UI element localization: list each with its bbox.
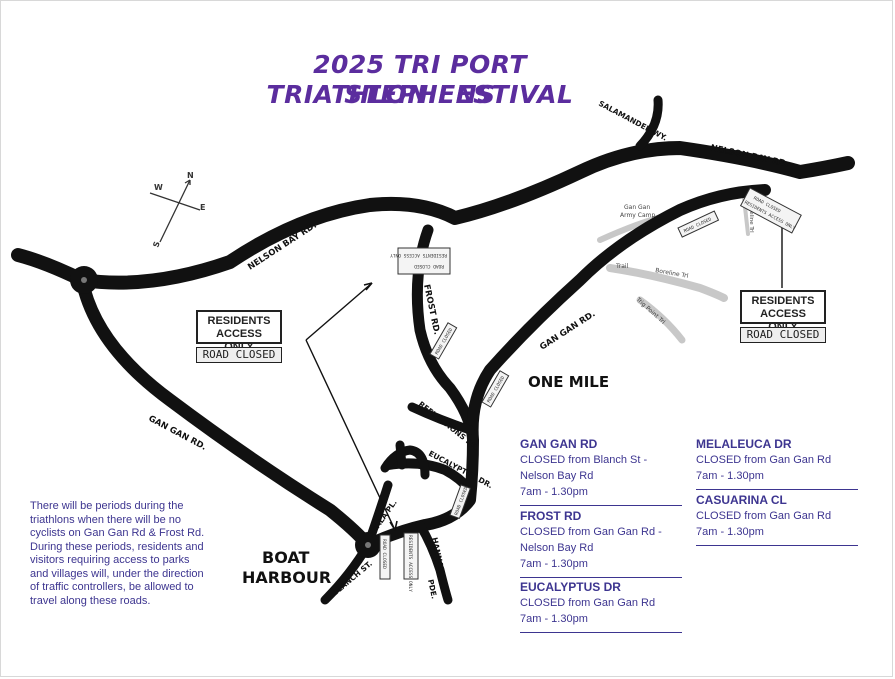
closure-time: 7am - 1.30pm — [696, 470, 764, 482]
compass-s: S — [151, 240, 162, 249]
loop-road — [380, 445, 430, 480]
closure-road-name: EUCALYPTUS DR — [520, 580, 621, 594]
closure-divider — [696, 545, 858, 546]
closure-road-name: MELALEUCA DR — [696, 437, 792, 451]
closure-time: 7am - 1.30pm — [520, 613, 588, 625]
tag-frost-nelson: ROAD CLOSED RESIDENTS ACCESS ONLY — [390, 247, 451, 275]
closure-eucalyptus: EUCALYPTUS DR CLOSED from Gan Gan Rd 7am… — [520, 579, 682, 633]
compass-w: W — [154, 183, 163, 192]
label-trail: Trail — [615, 263, 629, 270]
closure-gan-gan: GAN GAN RD CLOSED from Blanch St - Nelso… — [520, 436, 682, 506]
residents-access-sign-right: RESIDENTS ACCESS ONLY — [740, 290, 826, 333]
residents-access-sign-left: RESIDENTS ACCESS ONLY — [196, 310, 282, 353]
trail-boreline — [606, 264, 728, 302]
roundabout-west-inner — [81, 277, 87, 283]
closure-road-name: GAN GAN RD — [520, 437, 598, 451]
closure-detail: CLOSED from Blanch St - Nelson Bay Rd — [520, 454, 648, 482]
cyclist-notice: There will be periods during the triathl… — [30, 500, 205, 607]
closure-divider — [520, 577, 682, 578]
tag-koala-2: RESIDENTS ACCESS ONLY — [403, 532, 419, 592]
closure-time: 7am - 1.30pm — [520, 486, 588, 498]
road-closed-sign-left: ROAD CLOSED — [196, 347, 282, 363]
label-army-camp-2: Army Camp — [620, 212, 655, 219]
place-one-mile: ONE MILE — [528, 373, 610, 391]
place-harbour: HARBOUR — [242, 568, 332, 587]
label-side-trail: Boreline Trl — [748, 202, 754, 233]
svg-text:ROAD CLOSED: ROAD CLOSED — [381, 539, 387, 569]
map-title-line-2: TRIATHLON FESTIVAL — [266, 80, 574, 109]
label-army-camp-1: Gan Gan — [624, 204, 650, 211]
closure-time: 7am - 1.30pm — [696, 526, 764, 538]
sign-arrow-up — [305, 282, 373, 341]
closure-divider — [520, 632, 682, 633]
closure-melaleuca: MELALEUCA DR CLOSED from Gan Gan Rd 7am … — [696, 436, 858, 490]
loop-road-2 — [395, 440, 407, 470]
gan-gan-rd-east — [362, 184, 771, 551]
closure-detail: CLOSED from Gan Gan Rd — [520, 597, 656, 609]
tag-army-camp: ROAD CLOSED — [677, 210, 720, 238]
road-closed-sign-right: ROAD CLOSED — [740, 327, 826, 343]
gan-gan-rd-west — [75, 273, 375, 552]
compass-e: E — [200, 203, 205, 212]
closure-detail: CLOSED from Gan Gan Rd - Nelson Bay Rd — [520, 526, 662, 554]
label-hannah-2: PDE. — [426, 579, 439, 600]
compass — [149, 179, 201, 243]
reflections-dr — [407, 402, 475, 435]
closure-divider — [696, 489, 858, 490]
roundabout-bh-inner — [365, 542, 371, 548]
label-trig: Trig Point Trl — [634, 296, 667, 326]
hannah-pde — [415, 520, 453, 605]
svg-text:RESIDENTS ACCESS ONLY: RESIDENTS ACCESS ONLY — [407, 535, 413, 592]
closure-road-name: FROST RD — [520, 509, 582, 523]
place-boat: BOAT — [262, 548, 310, 567]
svg-text:ROAD CLOSED: ROAD CLOSED — [414, 263, 444, 269]
tag-koala-1: ROAD CLOSED — [379, 534, 391, 580]
trail-trig — [636, 296, 686, 344]
closure-divider — [520, 505, 682, 506]
nelson-bay-rd — [11, 141, 855, 290]
closure-time: 7am - 1.30pm — [520, 558, 588, 570]
closure-road-name: CASUARINA CL — [696, 493, 787, 507]
closure-detail: CLOSED from Gan Gan Rd — [696, 454, 832, 466]
svg-text:RESIDENTS ACCESS ONLY: RESIDENTS ACCESS ONLY — [390, 252, 447, 258]
closure-casuarina: CASUARINA CL CLOSED from Gan Gan Rd 7am … — [696, 492, 858, 546]
sign-arrow-down — [305, 339, 396, 531]
map-title-line-1: 2025 TRI PORT STEPHENS — [313, 50, 527, 109]
closure-detail: CLOSED from Gan Gan Rd — [696, 510, 832, 522]
salamander-wy — [635, 95, 663, 151]
closure-frost: FROST RD CLOSED from Gan Gan Rd - Nelson… — [520, 508, 682, 578]
compass-n: N — [187, 171, 194, 180]
